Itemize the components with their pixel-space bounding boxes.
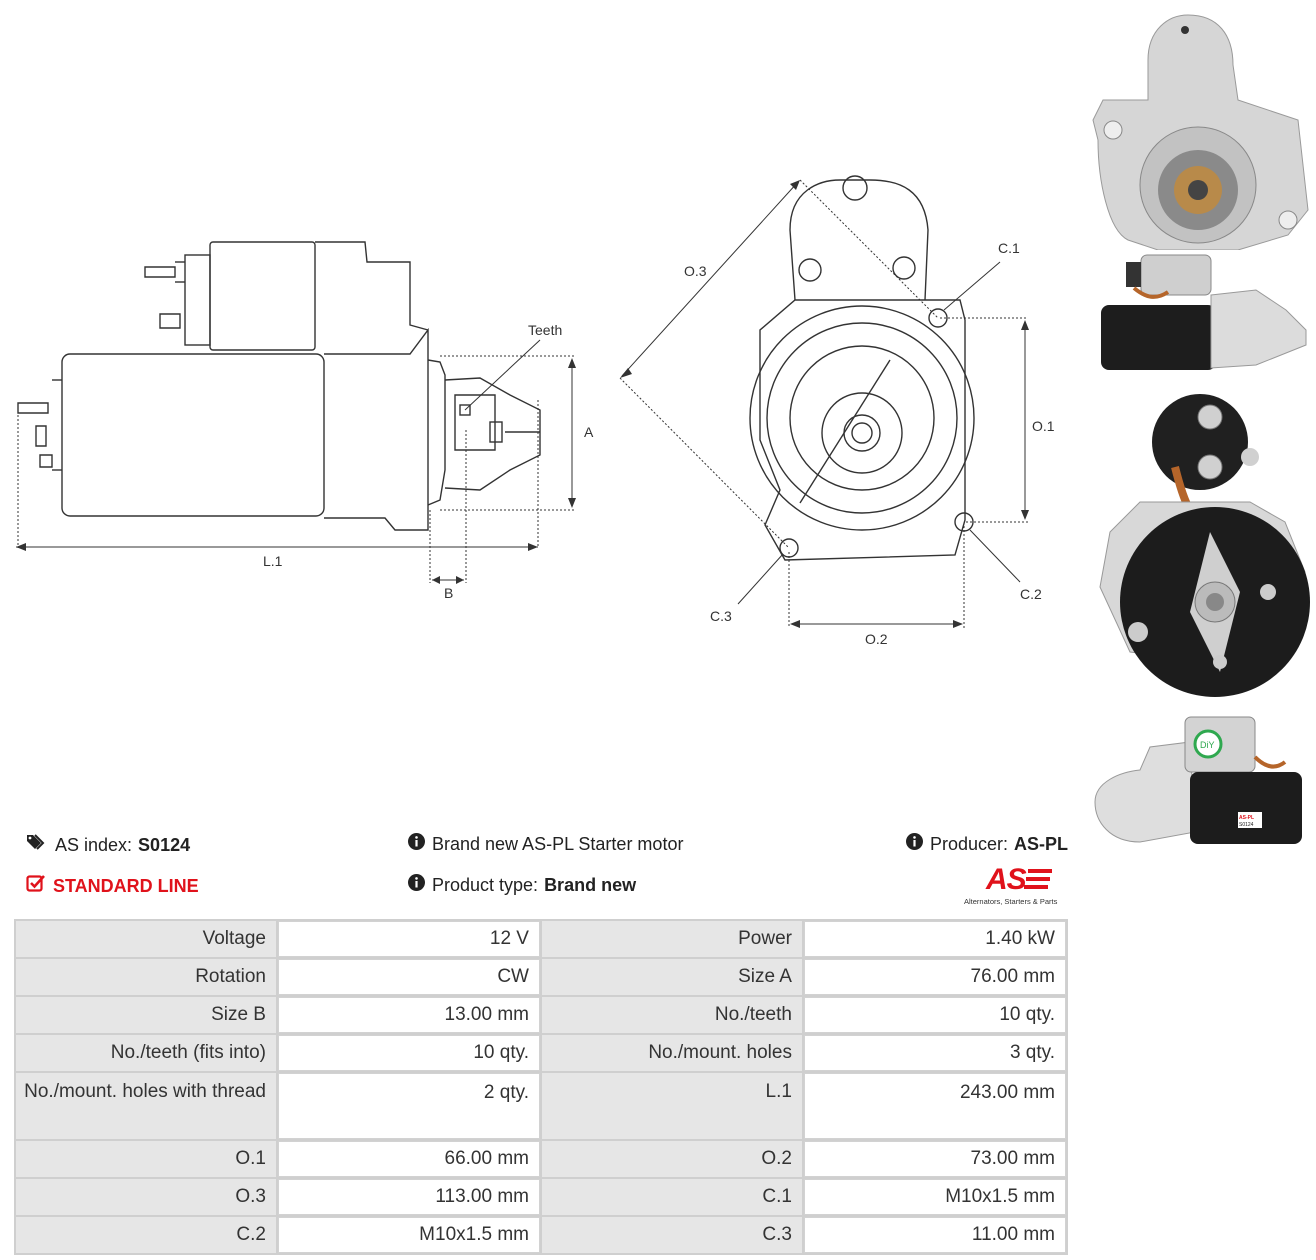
dimension-a-label: A <box>584 424 594 440</box>
as-pl-logo-tagline: Alternators, Starters & Parts <box>964 897 1058 906</box>
as-pl-logo: AS Alternators, Starters & Parts <box>964 864 1068 908</box>
sticker-code-text: S0124 <box>1239 822 1254 828</box>
spec-value-cell: 76.00 mm <box>803 959 1066 995</box>
dimension-o3-label: O.3 <box>684 263 707 279</box>
spec-name-cell: Size A <box>541 959 802 995</box>
table-row: No./teeth (fits into)10 qty.No./mount. h… <box>16 1035 1066 1071</box>
spec-name-cell: Voltage <box>16 921 276 957</box>
spec-value-cell: 1.40 kW <box>803 921 1066 957</box>
front-view-drawing: O.3 C.1 O.1 C.2 C.3 O.2 <box>619 175 1055 647</box>
spec-value-cell: 10 qty. <box>803 997 1066 1033</box>
spec-name-cell: O.2 <box>541 1141 802 1177</box>
dimension-c1-label: C.1 <box>998 240 1020 256</box>
description-text: Brand new AS-PL Starter motor <box>432 834 684 854</box>
spec-value-cell: 12 V <box>277 921 540 957</box>
spec-value-cell: M10x1.5 mm <box>277 1217 540 1253</box>
spec-name-cell: No./mount. holes <box>541 1035 802 1071</box>
sticker-brand-text: AS-PL <box>1239 815 1254 821</box>
spec-name-cell: C.1 <box>541 1179 802 1215</box>
teeth-label: Teeth <box>528 322 562 338</box>
producer: Producer: AS-PL <box>906 833 1068 855</box>
info-circle-icon <box>906 833 923 855</box>
product-photo-side <box>1101 254 1307 370</box>
as-index-value: S0124 <box>138 834 191 855</box>
dimension-o1-label: O.1 <box>1032 418 1055 434</box>
side-view-drawing: Teeth A L.1 B <box>16 241 594 601</box>
spec-value-cell: 243.00 mm <box>803 1073 1066 1139</box>
spec-name-cell: Rotation <box>16 959 276 995</box>
spec-name-cell: O.1 <box>16 1141 276 1177</box>
spec-value-cell: 113.00 mm <box>277 1179 540 1215</box>
spec-value-cell: 73.00 mm <box>803 1141 1066 1177</box>
standard-line: STANDARD LINE <box>26 874 199 897</box>
product-type: Product type: Brand new <box>408 874 636 896</box>
diy-badge-text: DiY <box>1200 740 1215 750</box>
spec-name-cell: No./teeth (fits into) <box>16 1035 276 1071</box>
as-index-label: AS index: <box>55 834 133 855</box>
spec-value-cell: M10x1.5 mm <box>803 1179 1066 1215</box>
spec-name-cell: Size B <box>16 997 276 1033</box>
spec-value-cell: 13.00 mm <box>277 997 540 1033</box>
spec-value-cell: 11.00 mm <box>803 1217 1066 1253</box>
spec-name-cell: C.3 <box>541 1217 802 1253</box>
product-type-value: Brand new <box>544 875 637 895</box>
product-type-label: Product type: <box>432 875 539 895</box>
spec-value-cell: 10 qty. <box>277 1035 540 1071</box>
as-pl-logo-mark: AS <box>986 863 1027 896</box>
spec-name-cell: No./mount. holes with thread <box>16 1073 276 1139</box>
product-photo-rear <box>1099 394 1310 697</box>
spec-value-cell: 2 qty. <box>277 1073 540 1139</box>
spec-name-cell: Power <box>541 921 802 957</box>
dimension-c2-label: C.2 <box>1020 586 1042 602</box>
product-photo-front <box>1092 14 1309 250</box>
dimension-l1-label: L.1 <box>263 553 283 569</box>
spec-value-cell: 3 qty. <box>803 1035 1066 1071</box>
producer-label: Producer: <box>930 834 1009 854</box>
check-square-icon <box>26 874 46 897</box>
spec-name-cell: L.1 <box>541 1073 802 1139</box>
spec-value-cell: CW <box>277 959 540 995</box>
dimension-o2-label: O.2 <box>865 631 888 647</box>
info-circle-icon <box>408 833 425 855</box>
spec-name-cell: No./teeth <box>541 997 802 1033</box>
info-circle-icon <box>408 874 425 896</box>
spec-value-cell: 66.00 mm <box>277 1141 540 1177</box>
standard-line-label: STANDARD LINE <box>53 875 199 896</box>
as-index: AS index: S0124 <box>26 833 190 856</box>
product-photo-angle: DiY AS-PL S0124 <box>1094 716 1302 844</box>
spec-name-cell: C.2 <box>16 1217 276 1253</box>
dimension-c3-label: C.3 <box>710 608 732 624</box>
description: Brand new AS-PL Starter motor <box>408 833 683 855</box>
spec-name-cell: O.3 <box>16 1179 276 1215</box>
producer-value: AS-PL <box>1014 834 1069 854</box>
dimension-b-label: B <box>444 585 453 601</box>
tags-icon <box>26 833 48 856</box>
